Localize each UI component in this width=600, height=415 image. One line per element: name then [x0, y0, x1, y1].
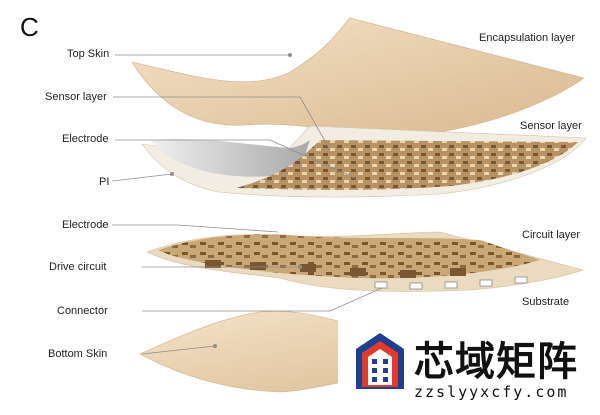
label-drive-circuit: Drive circuit	[49, 261, 107, 273]
connector-pads	[374, 276, 528, 290]
watermark-title: 芯域矩阵	[414, 339, 578, 385]
leader-dots	[170, 53, 302, 348]
label-encapsulation-layer: Encapsulation layer	[479, 32, 576, 44]
leader-lines	[111, 54, 383, 355]
label-electrode-bottom: Electrode	[62, 219, 109, 231]
label-connector: Connector	[57, 305, 108, 317]
label-top-skin: Top Skin	[67, 48, 110, 60]
top-skin-layer	[131, 17, 585, 135]
label-circuit-layer: Circuit layer	[522, 229, 581, 241]
label-electrode-top: Electrode	[62, 133, 109, 145]
label-substrate: Substrate	[522, 296, 570, 308]
label-sensor-layer-right: Sensor layer	[520, 120, 582, 132]
sensor-array	[236, 140, 578, 190]
drive-circuit-modules	[205, 260, 466, 278]
panel-letter: C	[20, 12, 39, 42]
watermark-url: zzslyyxcfy.com	[414, 383, 569, 401]
label-sensor-layer-left: Sensor layer	[45, 91, 107, 103]
watermark-logo-icon	[356, 333, 404, 389]
label-bottom-skin: Bottom Skin	[48, 348, 108, 360]
label-pi: PI	[99, 176, 110, 188]
watermark: 芯域矩阵 zzslyyxcfy.com	[338, 315, 600, 415]
sensor-layer-curve	[150, 138, 310, 177]
